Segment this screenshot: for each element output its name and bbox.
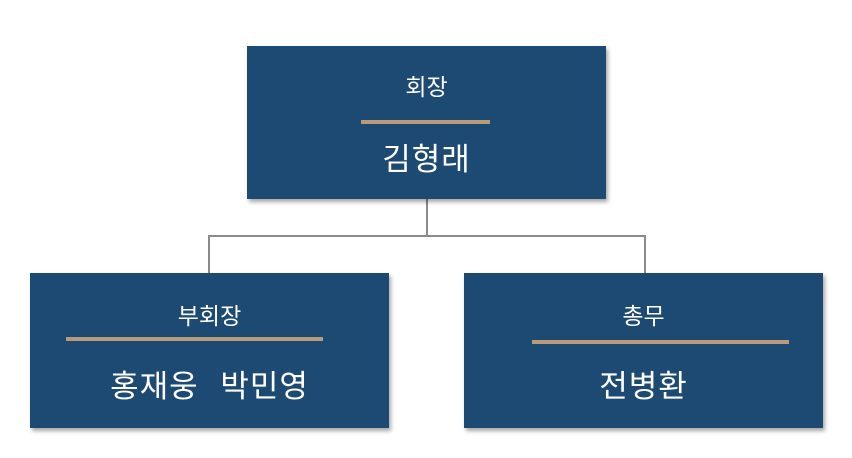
connector-right-down (644, 235, 646, 274)
divider (66, 337, 323, 341)
node-vice-president: 부회장 홍재웅 박민영 (30, 273, 389, 428)
connector-horizontal (208, 235, 646, 237)
node-president: 회장 김형래 (247, 46, 606, 199)
divider (532, 340, 789, 344)
node-role: 총무 (622, 304, 665, 330)
node-name: 전병환 (599, 369, 688, 405)
connector-left-down (208, 235, 210, 274)
node-name: 홍재웅 박민영 (110, 369, 309, 405)
node-secretary: 총무 전병환 (464, 273, 823, 428)
node-role: 부회장 (177, 304, 242, 330)
node-name: 김형래 (382, 142, 471, 178)
connector-root-down (426, 199, 428, 236)
node-role: 회장 (405, 75, 448, 101)
divider (361, 120, 490, 124)
